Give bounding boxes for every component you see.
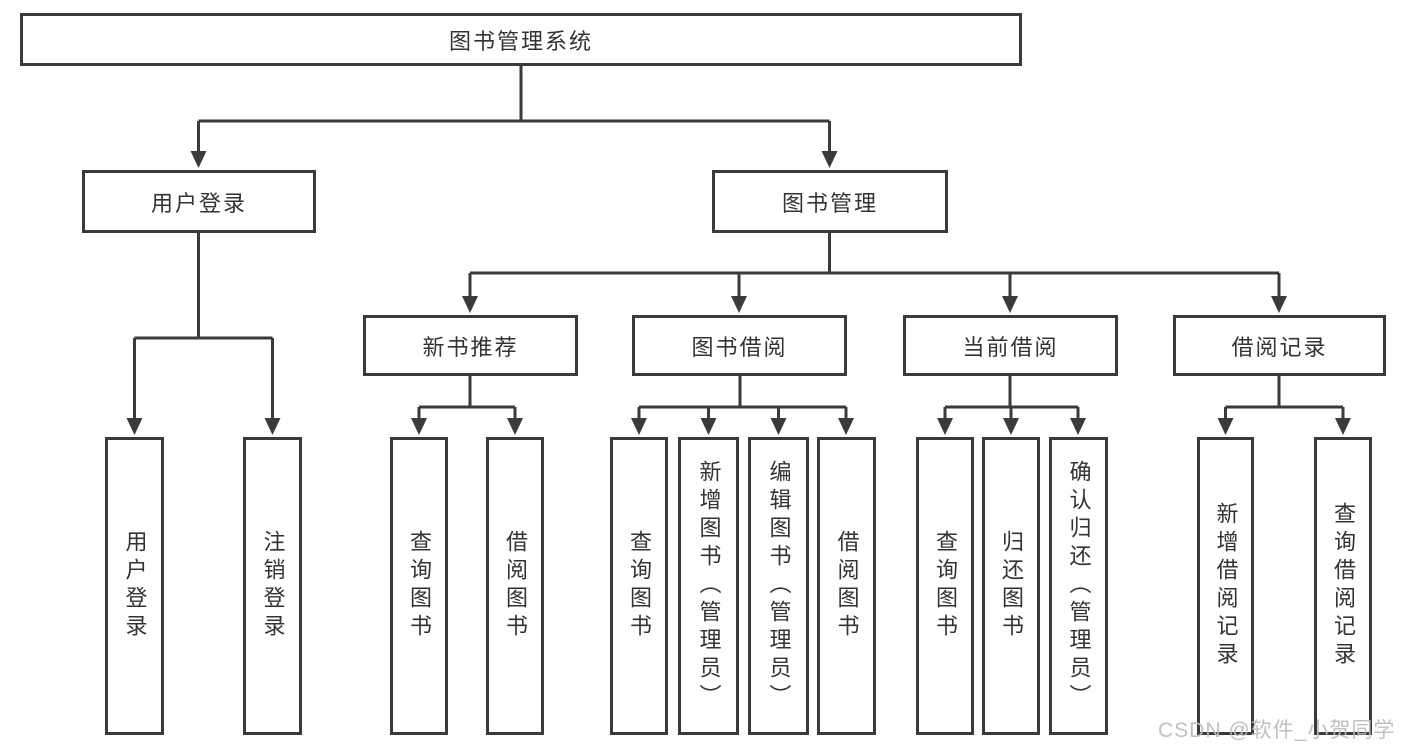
node-book-management-label: 图书管理 <box>781 190 878 216</box>
leaf-query-books-2-label: 查询图书 <box>627 530 652 642</box>
leaf-query-borrow-record: 查询借阅记录 <box>1314 437 1372 735</box>
leaf-query-borrow-record-label: 查询借阅记录 <box>1331 502 1356 670</box>
leaf-borrow-books-1: 借阅图书 <box>486 437 544 735</box>
leaf-edit-books-admin: 编辑图书（管理员） <box>748 437 809 735</box>
leaf-confirm-return-admin: 确认归还（管理员） <box>1049 437 1108 735</box>
leaf-add-books-admin: 新增图书（管理员） <box>678 437 739 735</box>
node-borrowing-records-label: 借阅记录 <box>1231 334 1328 360</box>
node-current-borrowing: 当前借阅 <box>903 315 1118 376</box>
csdn-watermark: CSDN @软件_小贺同学 <box>1158 719 1396 742</box>
leaf-add-books-admin-label: 新增图书（管理员） <box>696 460 722 712</box>
leaf-borrow-books-1-label: 借阅图书 <box>503 530 528 642</box>
leaf-return-books-label: 归还图书 <box>999 530 1024 642</box>
leaf-return-books: 归还图书 <box>982 437 1040 735</box>
leaf-query-books-3: 查询图书 <box>916 437 974 735</box>
leaf-user-login: 用户登录 <box>105 437 164 735</box>
node-current-borrowing-label: 当前借阅 <box>962 334 1059 360</box>
leaf-query-books-1-label: 查询图书 <box>407 530 432 642</box>
leaf-query-books-1: 查询图书 <box>390 437 448 735</box>
node-borrowing-records: 借阅记录 <box>1173 315 1386 376</box>
leaf-logout-label: 注销登录 <box>260 530 286 642</box>
leaf-borrow-books-2: 借阅图书 <box>817 437 876 735</box>
leaf-user-login-label: 用户登录 <box>122 530 148 642</box>
node-book-borrowing-label: 图书借阅 <box>691 334 788 360</box>
node-book-management: 图书管理 <box>712 170 948 233</box>
node-user-login-label: 用户登录 <box>150 190 247 216</box>
node-new-book-recommend-label: 新书推荐 <box>422 334 519 360</box>
node-book-borrowing: 图书借阅 <box>632 315 847 376</box>
node-new-book-recommend: 新书推荐 <box>363 315 578 376</box>
leaf-edit-books-admin-label: 编辑图书（管理员） <box>766 460 792 712</box>
leaf-borrow-books-2-label: 借阅图书 <box>834 530 860 642</box>
leaf-query-books-2: 查询图书 <box>610 437 668 735</box>
node-library-system: 图书管理系统 <box>20 13 1022 66</box>
leaf-add-borrow-record-label: 新增借阅记录 <box>1213 502 1239 670</box>
leaf-confirm-return-admin-label: 确认归还（管理员） <box>1066 460 1092 712</box>
leaf-logout: 注销登录 <box>243 437 302 735</box>
leaf-query-books-3-label: 查询图书 <box>933 530 958 642</box>
node-library-system-label: 图书管理系统 <box>448 28 593 54</box>
node-user-login: 用户登录 <box>82 170 316 233</box>
leaf-add-borrow-record: 新增借阅记录 <box>1197 437 1254 735</box>
